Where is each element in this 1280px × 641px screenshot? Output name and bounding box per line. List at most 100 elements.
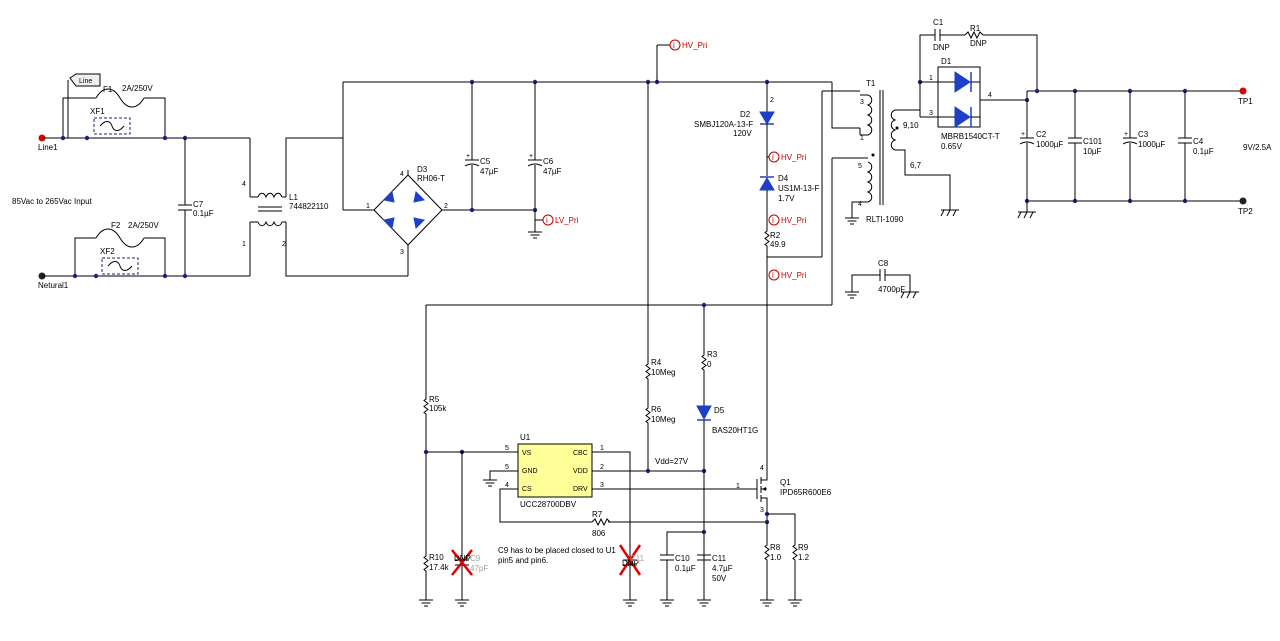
svg-text:49.9: 49.9 bbox=[770, 240, 786, 249]
svg-text:R10: R10 bbox=[429, 553, 444, 562]
svg-text:R4: R4 bbox=[651, 358, 662, 367]
svg-text:XF1: XF1 bbox=[90, 107, 105, 116]
svg-text:+: + bbox=[1021, 131, 1025, 138]
c8-ycap: C8 4700pF bbox=[844, 259, 920, 299]
svg-text:+: + bbox=[466, 153, 470, 160]
line-net-flag bbox=[69, 73, 101, 87]
svg-text:0: 0 bbox=[707, 360, 712, 369]
u1-controller bbox=[517, 443, 593, 498]
svg-text:C101: C101 bbox=[1083, 137, 1103, 146]
svg-text:US1M-13-F: US1M-13-F bbox=[778, 184, 819, 193]
hv-pri-flag-top: i HV_Pri bbox=[656, 39, 708, 82]
svg-text:50V: 50V bbox=[712, 574, 727, 583]
svg-text:4: 4 bbox=[400, 171, 404, 178]
svg-text:C11: C11 bbox=[630, 554, 645, 563]
svg-text:Line: Line bbox=[79, 78, 92, 85]
svg-text:1: 1 bbox=[242, 241, 246, 248]
svg-text:RH06-T: RH06-T bbox=[417, 174, 445, 183]
svg-text:DNP: DNP bbox=[970, 39, 987, 48]
svg-text:D3: D3 bbox=[417, 165, 428, 174]
layout-note: C9 has to be placed closed to U1 pin5 an… bbox=[498, 546, 616, 565]
svg-text:i: i bbox=[772, 216, 774, 225]
svg-text:3: 3 bbox=[600, 482, 604, 489]
svg-text:C4: C4 bbox=[1193, 137, 1204, 146]
svg-text:DRV: DRV bbox=[573, 486, 588, 493]
svg-text:6,7: 6,7 bbox=[910, 161, 922, 170]
svg-text:3: 3 bbox=[400, 249, 404, 256]
svg-text:C1: C1 bbox=[933, 18, 944, 27]
svg-text:1: 1 bbox=[929, 75, 933, 82]
svg-text:D1: D1 bbox=[941, 57, 952, 66]
svg-text:+: + bbox=[529, 153, 533, 160]
svg-text:F1: F1 bbox=[103, 85, 113, 94]
svg-text:R6: R6 bbox=[651, 405, 662, 414]
svg-text:C5: C5 bbox=[480, 157, 491, 166]
svg-text:744822110: 744822110 bbox=[289, 202, 329, 211]
netural1-label: Netural1 bbox=[38, 281, 69, 290]
svg-text:2A/250V: 2A/250V bbox=[128, 221, 159, 230]
svg-text:1.0: 1.0 bbox=[770, 553, 782, 562]
svg-text:HV_Pri: HV_Pri bbox=[781, 271, 807, 280]
svg-text:R5: R5 bbox=[429, 395, 440, 404]
svg-text:5: 5 bbox=[505, 464, 509, 471]
svg-text:i: i bbox=[673, 41, 675, 50]
svg-text:C11: C11 bbox=[712, 554, 727, 563]
svg-text:L1: L1 bbox=[289, 193, 298, 202]
svg-text:1: 1 bbox=[860, 135, 864, 142]
svg-text:4.7µF: 4.7µF bbox=[712, 564, 733, 573]
input-section: Line1 Line F1 2A/250V XF1 85Vac to 265Va… bbox=[12, 73, 258, 290]
svg-text:47µF: 47µF bbox=[480, 167, 499, 176]
svg-text:DNP: DNP bbox=[622, 559, 639, 568]
tp2-terminal[interactable] bbox=[1239, 197, 1247, 205]
svg-text:i: i bbox=[546, 216, 548, 225]
svg-text:D2: D2 bbox=[740, 110, 751, 119]
d3-bridge: 4 1 2 3 D3 RH06-T bbox=[343, 165, 472, 276]
svg-text:3: 3 bbox=[860, 99, 864, 106]
svg-text:0.65V: 0.65V bbox=[941, 142, 963, 151]
svg-text:1: 1 bbox=[736, 483, 740, 490]
svg-text:2: 2 bbox=[600, 464, 604, 471]
clamp-branch: 2 D2 SMBJ120A-13-F 120V i HV_Pri D4 US1M… bbox=[694, 82, 860, 475]
svg-text:C10: C10 bbox=[675, 554, 690, 563]
svg-text:LV_Pri: LV_Pri bbox=[555, 216, 579, 225]
tp1-terminal[interactable] bbox=[1239, 87, 1247, 95]
input-range-label: 85Vac to 265Vac Input bbox=[12, 197, 93, 206]
svg-text:HV_Pri: HV_Pri bbox=[781, 153, 807, 162]
svg-text:C7: C7 bbox=[193, 200, 204, 209]
svg-text:C9: C9 bbox=[470, 554, 481, 563]
svg-text:HV_Pri: HV_Pri bbox=[682, 41, 708, 50]
svg-text:VS: VS bbox=[522, 450, 532, 457]
svg-text:1000µF: 1000µF bbox=[1138, 140, 1165, 149]
svg-text:R1: R1 bbox=[970, 24, 981, 33]
svg-text:1.2: 1.2 bbox=[798, 553, 810, 562]
xf1-holder bbox=[93, 117, 131, 135]
svg-text:MBRB1540CT-T: MBRB1540CT-T bbox=[941, 132, 1000, 141]
svg-text:4: 4 bbox=[760, 465, 764, 472]
svg-text:R9: R9 bbox=[798, 543, 809, 552]
svg-text:C3: C3 bbox=[1138, 130, 1149, 139]
svg-text:9,10: 9,10 bbox=[903, 121, 919, 130]
svg-text:2A/250V: 2A/250V bbox=[122, 84, 153, 93]
svg-text:HV_Pri: HV_Pri bbox=[781, 216, 807, 225]
svg-text:5: 5 bbox=[505, 445, 509, 452]
svg-text:F2: F2 bbox=[111, 221, 121, 230]
svg-text:U1: U1 bbox=[520, 433, 531, 442]
svg-text:0.1µF: 0.1µF bbox=[1193, 147, 1214, 156]
svg-text:+: + bbox=[1124, 131, 1128, 138]
svg-text:3: 3 bbox=[929, 110, 933, 117]
output-spec: 9V/2.5A bbox=[1243, 143, 1272, 152]
svg-text:DNP: DNP bbox=[933, 43, 950, 52]
svg-text:2: 2 bbox=[444, 203, 448, 210]
svg-text:1.7V: 1.7V bbox=[778, 194, 795, 203]
svg-text:R7: R7 bbox=[592, 510, 603, 519]
svg-text:C6: C6 bbox=[543, 157, 554, 166]
svg-text:4700pF: 4700pF bbox=[878, 285, 905, 294]
svg-text:RLTI-1090: RLTI-1090 bbox=[866, 215, 904, 224]
svg-text:10Meg: 10Meg bbox=[651, 368, 675, 377]
svg-text:10Meg: 10Meg bbox=[651, 415, 675, 424]
snubber: C1 DNP R1 DNP bbox=[917, 18, 1038, 91]
bulk-caps: + C5 47µF + C6 47µF i LV_Pri bbox=[464, 82, 579, 239]
svg-text:105k: 105k bbox=[429, 404, 447, 413]
vdd-label: Vdd=27V bbox=[655, 457, 689, 466]
